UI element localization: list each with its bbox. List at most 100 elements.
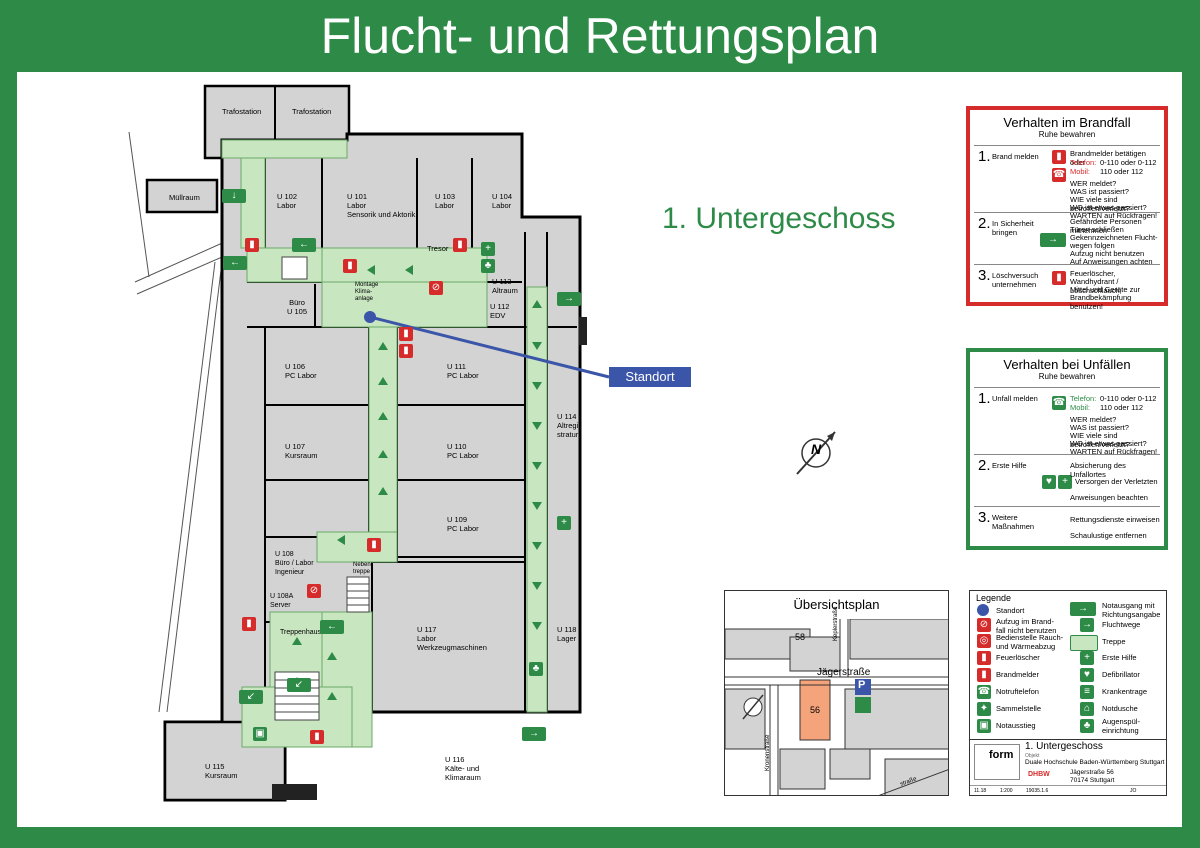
step-label: In Sicherheit bringen (992, 219, 1034, 237)
exit-sign-icon: ↙ (287, 678, 311, 692)
unfall-title: Verhalten bei Unfällen (1003, 357, 1131, 372)
exit-sign-icon: ← (223, 256, 247, 270)
page-title: Flucht- und Rettungsplan (320, 8, 880, 64)
shower-icon: ⌂ (1080, 702, 1094, 716)
step-line: Türen schließen (1070, 225, 1124, 234)
room-u111: U 111 PC Labor (447, 362, 479, 380)
step-number: 1. (978, 390, 991, 407)
arrow-right-icon: → (1080, 618, 1094, 632)
step-line: wegen folgen (1070, 241, 1115, 250)
step-label: Weitere Maßnahmen (992, 513, 1035, 531)
question: WAS ist passiert? (1070, 187, 1129, 196)
extinguisher-icon: ▮ (245, 238, 259, 252)
stairs-icon (1070, 635, 1098, 651)
overview-map-graphic (725, 619, 948, 795)
step-label: Löschversuch unternehmen (992, 271, 1039, 289)
defibrillator-icon: ♥ (1042, 475, 1056, 489)
legend-item: Augenspül- einrichtung (1102, 717, 1140, 735)
step-number: 3. (978, 267, 991, 284)
extinguisher-icon: ▮ (367, 538, 381, 552)
step-line: Auf Anweisungen achten (1070, 257, 1153, 266)
titleblock-address-2: 70174 Stuttgart (1070, 777, 1115, 784)
no-elevator-icon: ⊘ (977, 618, 991, 632)
step-label: Erste Hilfe (992, 461, 1027, 470)
parking-icon: P (858, 679, 866, 691)
titleblock-address-1: Jägerstraße 56 (1070, 769, 1114, 776)
legend-item: Bedienstelle Rauch- und Wärmeabzug (996, 633, 1064, 651)
room-u118: U 118 Lager (557, 625, 577, 643)
room-treppenhaus: Treppenhaus (280, 629, 321, 636)
outdoor-lines (128, 131, 253, 713)
titleblock-object-label: Objekt (1025, 753, 1040, 759)
step-label: Unfall melden (992, 394, 1038, 403)
legend-item: Notdusche (1102, 704, 1138, 713)
first-aid-icon: + (481, 242, 495, 256)
route-arrows (292, 265, 542, 700)
no-elevator-icon: ⊘ (307, 584, 321, 598)
question: WER meldet? (1070, 179, 1117, 188)
exit-sign-icon: ↙ (239, 690, 263, 704)
phone-label: Telefon: (1070, 158, 1097, 167)
legend-item: Fluchtwege (1102, 620, 1141, 629)
step-line: Gekennzeichneten Flucht- (1070, 233, 1158, 242)
phone-icon: ☎ (977, 685, 991, 699)
legend-item: Krankentrage (1102, 687, 1148, 696)
legend-item: Feuerlöscher (996, 653, 1040, 662)
extinguisher-icon: ▮ (343, 259, 357, 273)
legend-panel: Legende Standort ⊘ Aufzug im Brand- fall… (969, 590, 1167, 796)
question: WO ist etwas passiert? (1070, 203, 1147, 212)
dhbw-logo: DHBW (1028, 771, 1050, 778)
step-number: 2. (978, 215, 991, 232)
room-nebentreppe: Neben- treppe (353, 562, 373, 575)
brandfall-subtitle: Ruhe bewahren (1038, 130, 1096, 139)
standort-dot (364, 311, 376, 323)
first-aid-icon: + (557, 516, 571, 530)
question: WARTEN auf Rückfragen! (1070, 211, 1158, 220)
brandfall-step-1: 1. Brand melden ▮ ☎ Brandmelder betätige… (974, 145, 1160, 220)
legend-item: Treppe (1102, 637, 1126, 646)
extinguisher-icon: ▮ (977, 651, 991, 665)
room-u103: U 103 Labor (435, 192, 456, 210)
exit-sign-icon: ← (320, 620, 344, 634)
first-aid-icon: + (1080, 651, 1094, 665)
phone-icon: ☎ (1052, 168, 1066, 182)
step-line: Feuerlöscher, (1070, 269, 1116, 278)
floor-title: 1. Untergeschoss (662, 202, 896, 235)
room-montage: Montage Klima- anlage (355, 282, 379, 302)
step-line: Anweisungen beachten (1070, 493, 1148, 502)
titleblock-divider (970, 739, 1166, 740)
room-trafo-1: Trafostation (222, 107, 262, 116)
emergency-exit-icon: ▣ (253, 727, 267, 741)
step-number: 2. (978, 457, 991, 474)
question: WAS ist passiert? (1070, 423, 1129, 432)
assembly-point-icon: ✦ (977, 702, 991, 716)
emergency-exit-icon: ▣ (977, 719, 991, 733)
legend-item: Aufzug im Brand- fall nicht benutzen (996, 617, 1057, 635)
overview-street-kepler: Keplerstraße (833, 606, 839, 641)
fire-alarm-icon: ▮ (399, 344, 413, 358)
room-muell: Müllraum (169, 193, 200, 202)
first-aid-icon: + (1058, 475, 1072, 489)
no-elevator-icon: ⊘ (429, 281, 443, 295)
step-line: Aufzug nicht benutzen (1070, 249, 1145, 258)
fire-alarm-icon: ▮ (1052, 150, 1066, 164)
room-u107: U 107 Kursraum (285, 442, 318, 460)
legend-item: Standort (996, 606, 1025, 615)
room-trafo-2: Trafostation (292, 107, 332, 116)
question: WIE viele sind betroffen/verletzt? (1070, 195, 1130, 213)
phone-label: Telefon: (1070, 394, 1097, 403)
phone-icon: ☎ (1052, 396, 1066, 410)
room-u115: U 115 Kursraum (205, 762, 238, 780)
mobile-label: Mobil: (1070, 403, 1091, 412)
unfall-step-2: 2. Erste Hilfe ♥ + Absicherung des Unfal… (974, 454, 1160, 507)
step-line: Wandhydrant / Löschschlauch, (1070, 277, 1122, 295)
overview-title: Übersichtsplan (793, 597, 880, 612)
company-logo: form (974, 744, 1020, 780)
phone-value: 0-110 oder 0-112 (1100, 158, 1157, 167)
room-u102: U 102 Labor (277, 192, 298, 210)
legend-item: Notruftelefon (996, 687, 1039, 696)
step-line: Brandbekämpfung benutzen! (1070, 293, 1132, 311)
defibrillator-icon: ♥ (1080, 668, 1094, 682)
room-u112: U 112 EDV (490, 302, 510, 320)
extinguisher-icon: ▮ (399, 327, 413, 341)
